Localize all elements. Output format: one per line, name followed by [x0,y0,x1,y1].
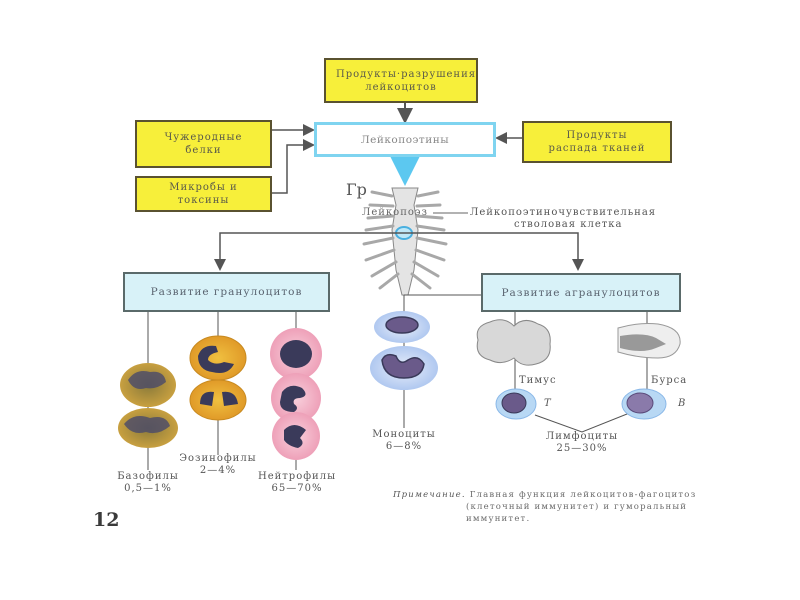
eosinophils-name: Эозинофилы [179,453,257,464]
arrow-agranulocytes [404,232,584,271]
box-granulocyte-development-label: Развитие гранулоцитов [150,286,303,298]
neutrophils-name: Нейтрофилы [257,471,337,482]
gr-label: Гр [346,180,367,199]
lymphocytes-label: Лимфоциты 25—30% [536,431,628,455]
box-granulocyte-development: Развитие гранулоцитов [123,272,330,312]
neutrophils-percent: 65—70% [271,483,323,494]
box-agranulocyte-development-label: Развитие агранулоцитов [501,286,661,299]
note-line-2: (клеточный иммунитет) и гуморальный [466,502,688,512]
note: Примечание. Главная функция лейкоцитов-ф… [393,489,696,525]
eosinophils-label: Эозинофилы 2—4% [172,453,264,477]
box-foreign-proteins: Чужеродные белки [135,120,272,168]
monocytes-percent: 6—8% [385,441,423,452]
basophils-percent: 0,5—1% [124,483,172,494]
neutrophils-label: Нейтрофилы 65—70% [252,471,342,495]
box-microbes-toxins-label: Микробы и токсины [169,182,238,206]
basophil-cells [118,363,178,448]
box-tissue-decay: Продукты распада тканей [522,121,672,163]
eosinophils-percent: 2—4% [199,465,237,476]
thymus-illustration [476,319,551,366]
basophils-label: Базофилы 0,5—1% [110,471,186,495]
t-cell-label: T [544,398,552,409]
bone-marrow-illustration [362,187,448,296]
monocyte-cells [370,311,438,390]
b-cell-label: B [678,398,687,409]
lymphocytes-name: Лимфоциты [545,431,619,442]
bursa-illustration [617,323,681,359]
note-title: Примечание. [393,490,466,500]
basophils-name: Базофилы [117,471,179,482]
box-foreign-proteins-label: Чужеродные белки [164,132,243,156]
monocytes-name: Моноциты [372,429,436,440]
box-agranulocyte-development: Развитие агранулоцитов [481,273,681,312]
monocytes-label: Моноциты 6—8% [360,429,448,453]
arrow-granulocytes [214,232,404,271]
box-leukopoietins-label: Лейкопоэтины [360,133,450,146]
thymus-label: Тимус [519,375,557,386]
note-line-3: иммунитет. [466,514,531,524]
eosinophil-cells [189,335,247,421]
arrow-left-2 [272,139,315,194]
neutrophil-cells [270,328,322,460]
box-microbes-toxins: Микробы и токсины [135,176,272,212]
lymphocytes-percent: 25—30% [556,443,608,454]
box-tissue-decay-label: Продукты распада тканей [548,130,646,154]
bursa-label: Бурса [651,375,688,386]
box-leukopoietins: Лейкопоэтины [314,122,496,157]
page-number: 12 [93,509,120,531]
leukopoiesis-label: Лейкопоэз [362,207,428,218]
box-destruction-products: Продукты·разрушения лейкоцитов [324,58,478,103]
box-destruction-products-label: Продукты·разрушения лейкоцитов [336,68,477,93]
stem-cell-label-line-1: Лейкопоэтиночувствительная [470,207,657,218]
note-line-1: Главная функция лейкоцитов-фагоцитоз [469,490,697,500]
stem-cell-label-line-2: стволовая клетка [514,219,623,230]
lymphocyte-cells [495,388,667,420]
